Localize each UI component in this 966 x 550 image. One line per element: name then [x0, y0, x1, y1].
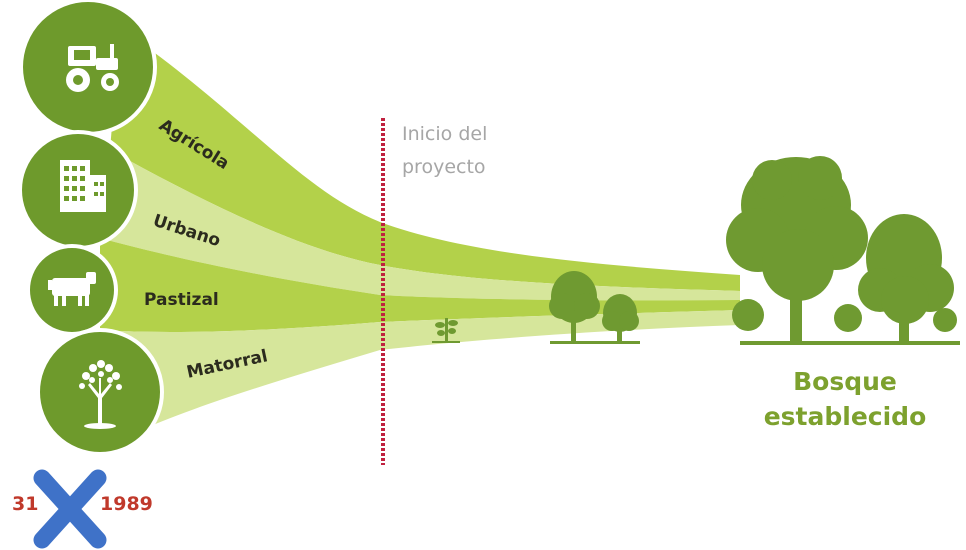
- seedling-icon: [432, 318, 460, 343]
- milestone-label-line1: Inicio del: [402, 123, 487, 145]
- date-left-fragment: 31: [12, 493, 38, 515]
- shrub-icon: [79, 360, 122, 429]
- source-urbano: [18, 130, 138, 250]
- band-matorral: [100, 310, 740, 440]
- band-urbano: [100, 150, 740, 301]
- building-icon: [60, 160, 106, 212]
- band-agricola: [110, 28, 740, 291]
- outcome-label-line1: Bosque: [793, 367, 897, 396]
- young-trees-icon: [549, 271, 640, 344]
- source-agricola: [19, 0, 157, 136]
- tractor-icon: [66, 44, 119, 92]
- established-forest-icon: [726, 156, 960, 345]
- milestone-label-line2: proyecto: [402, 156, 486, 178]
- cross-mark-icon: [33, 469, 107, 549]
- cow-icon: [48, 272, 96, 306]
- source-pastizal: [26, 244, 118, 336]
- label-pastizal: Pastizal: [144, 290, 219, 310]
- date-right-fragment: 1989: [100, 493, 153, 515]
- source-matorral: [36, 328, 164, 456]
- outcome-label-line2: establecido: [764, 402, 927, 431]
